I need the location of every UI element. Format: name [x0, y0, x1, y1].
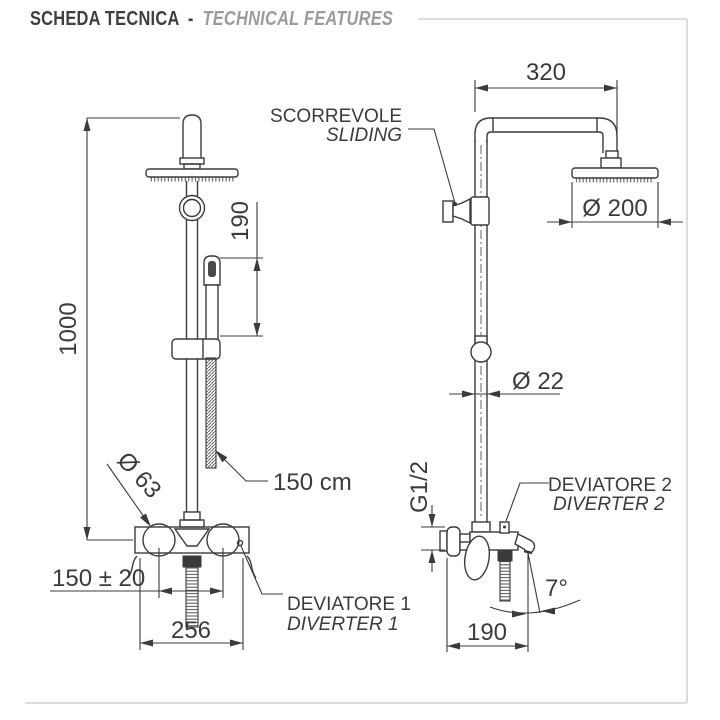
dim-column-diameter-22: Ø 22	[512, 368, 564, 395]
dim-flange-diameter: Ø 63	[112, 447, 167, 504]
rain-head-nozzles	[150, 177, 234, 182]
aerator	[523, 549, 533, 555]
arm-outer	[474, 117, 618, 153]
rain-head-side-nozzles	[576, 178, 654, 183]
hose-nut-dark-side	[497, 550, 513, 562]
dim-arm-320: 320	[526, 59, 566, 86]
dim-body-width-256: 256	[171, 617, 211, 644]
mixer-body-front	[134, 526, 250, 554]
diverter1-port	[236, 539, 244, 547]
handshower-handle	[205, 284, 219, 341]
dim-thread-g12: G1/2	[406, 461, 433, 513]
head-connector-nut	[600, 157, 622, 169]
dim-height-1000: 1000	[55, 302, 82, 355]
sliding-leader-dot	[453, 202, 457, 206]
arrow-up	[83, 118, 91, 131]
wall-plate	[439, 530, 448, 552]
column-holder	[471, 521, 491, 533]
page-frame	[25, 19, 688, 704]
dim-handshower-190: 190	[227, 201, 254, 241]
ball-joint	[470, 341, 492, 363]
label-diverter1-en: DIVERTER 1	[287, 614, 399, 635]
left-trim-curve	[127, 555, 138, 579]
rain-head	[145, 168, 239, 178]
label-diverter2-it: DEVIATORE 2	[548, 475, 672, 496]
slider-holder	[171, 338, 221, 360]
title-italian: SCHEDA TECNICA	[30, 7, 179, 30]
connector-nut	[179, 519, 205, 528]
hose-nut-dark	[182, 555, 202, 568]
hose-leader-arrow	[215, 450, 228, 463]
lower-hose-side	[499, 560, 511, 602]
wall-bracket-plate	[442, 200, 454, 223]
label-diverter2-en: DIVERTER 2	[553, 494, 665, 515]
lower-hose	[185, 566, 199, 628]
arm-inner	[486, 131, 604, 153]
center-funnel	[173, 528, 211, 547]
column-connector	[183, 511, 201, 521]
dim-head-diameter-200: Ø 200	[582, 195, 647, 222]
page-title: SCHEDA TECNICA - TECHNICAL FEATURES	[30, 8, 393, 31]
handshower-spray-face	[208, 261, 216, 277]
dim-body-depth-190: 190	[467, 619, 507, 646]
flange-leader-arrow	[140, 513, 151, 527]
front-view-shower-column	[127, 114, 257, 628]
title-english: TECHNICAL FEATURES	[202, 7, 394, 30]
wall-bracket-cone	[452, 197, 471, 225]
head-connector-top	[605, 150, 619, 159]
label-sliding-it: SCORREVOLE	[270, 106, 402, 127]
dim-hose-150cm: 150 cm	[273, 469, 352, 496]
dim-spout-angle-7: 7°	[545, 575, 568, 602]
top-pipe	[182, 114, 202, 158]
page-header: SCHEDA TECNICA - TECHNICAL FEATURES	[30, 6, 687, 32]
wall-flange	[446, 526, 461, 557]
ring-joint-inner	[182, 198, 202, 218]
pipe-collar	[179, 157, 205, 165]
title-separator: -	[187, 7, 194, 30]
dim-inlet-distance: 150 ± 20	[52, 565, 145, 592]
side-view-shower-column	[439, 117, 659, 602]
arrow-down	[83, 527, 91, 540]
flexible-hose	[205, 357, 217, 469]
right-trim-curve	[246, 555, 257, 579]
header-rule-line	[417, 18, 687, 20]
front-view-dimensions: 1000 190 150 cm Ø 63 150 ± 20 256 DEVIAT…	[50, 117, 411, 650]
lever-handle	[463, 535, 491, 581]
side-view-dimensions: 320 Ø 200 SCORREVOLE SLIDING Ø 22 G1/2 D…	[270, 59, 683, 652]
diverter2-knob-dot	[503, 525, 506, 529]
label-sliding-en: SLIDING	[326, 125, 402, 146]
sliding-clamp	[470, 196, 490, 226]
label-diverter1-it: DEVIATORE 1	[287, 594, 411, 615]
pipe-collar-2	[183, 163, 201, 170]
rain-head-side	[571, 167, 659, 179]
